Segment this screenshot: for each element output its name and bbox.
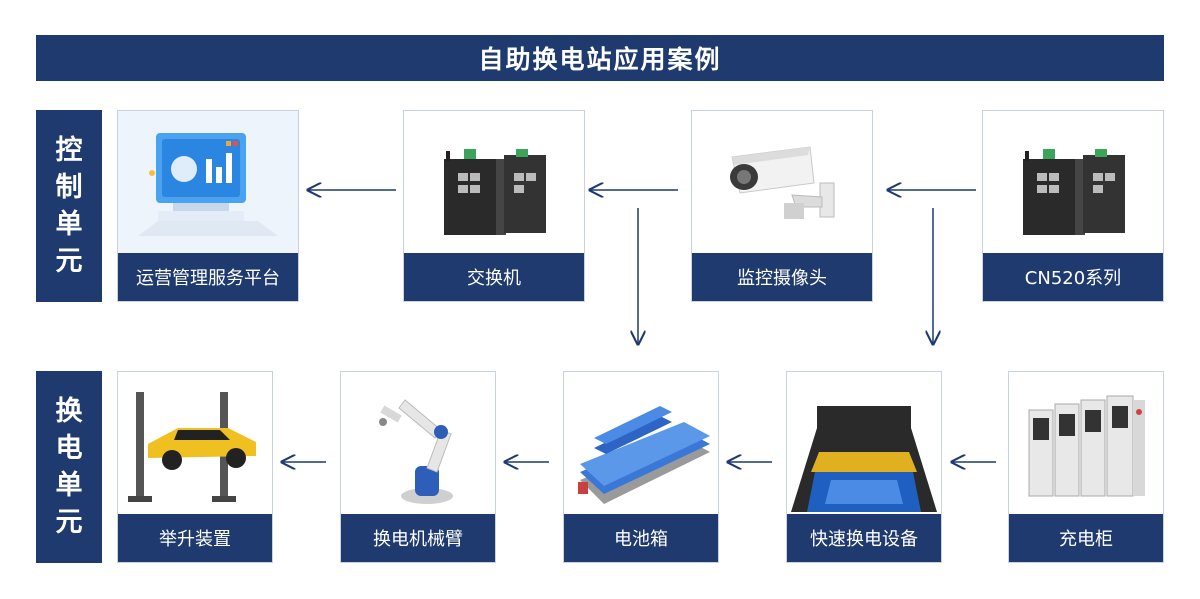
page-title: 自助换电站应用案例 [36,35,1164,81]
card-platform: 运营管理服务平台 [117,110,299,302]
arm-caption: 换电机械臂 [341,514,495,562]
label-char: 换 [55,396,83,427]
swap-unit-label: 换 电 单 元 [36,371,102,563]
charging-cabinet-icon [1009,372,1163,514]
camera-caption: 监控摄像头 [692,253,872,301]
battery-caption: 电池箱 [564,514,718,562]
platform-dashboard-icon [118,111,298,253]
fast-swap-equipment-icon [787,372,941,514]
card-cn520: CN520系列 [982,110,1164,302]
card-switch: 交换机 [403,110,585,302]
lift-caption: 举升装置 [118,514,272,562]
charger-caption: 充电柜 [1009,514,1163,562]
label-char: 控 [55,135,83,166]
switch-device-icon [404,111,584,253]
label-char: 单 [55,470,83,501]
robot-arm-icon [341,372,495,514]
card-charger: 充电柜 [1008,371,1164,563]
card-camera: 监控摄像头 [691,110,873,302]
cn520-device-icon [983,111,1163,253]
card-battery: 电池箱 [563,371,719,563]
label-char: 电 [55,433,83,464]
label-char: 元 [55,507,83,538]
card-fast-swap: 快速换电设备 [786,371,942,563]
label-char: 元 [55,246,83,277]
label-char: 制 [55,172,83,203]
lift-icon [118,372,272,514]
card-lift: 举升装置 [117,371,273,563]
switch-caption: 交换机 [404,253,584,301]
fast-swap-caption: 快速换电设备 [787,514,941,562]
platform-caption: 运营管理服务平台 [118,253,298,301]
card-arm: 换电机械臂 [340,371,496,563]
label-char: 单 [55,209,83,240]
battery-pack-icon [564,372,718,514]
control-unit-label: 控 制 单 元 [36,110,102,302]
camera-icon [692,111,872,253]
cn520-caption: CN520系列 [983,253,1163,301]
